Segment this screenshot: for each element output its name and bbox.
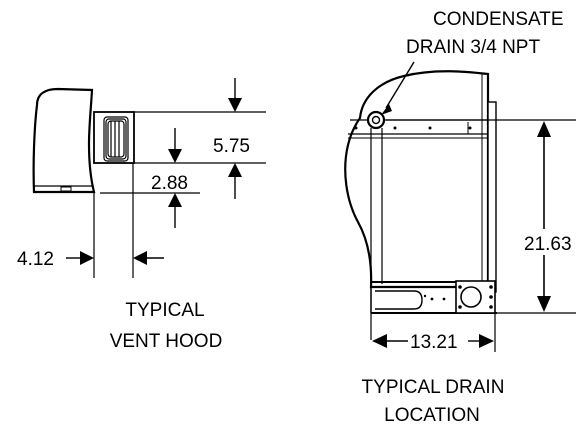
vent-hood-louvers xyxy=(103,116,129,162)
dim-label-21-63: 21.63 xyxy=(524,234,572,255)
dim-arrow-5-75-top xyxy=(228,78,242,112)
drain-caption-line2: LOCATION xyxy=(384,405,480,426)
dim-arrow-5-75-bottom xyxy=(228,163,242,199)
vent-hood-caption-line2: VENT HOOD xyxy=(110,331,223,352)
dim-arrow-2-88-bottom xyxy=(168,193,182,228)
drain-callout-line1: CONDENSATE xyxy=(433,9,564,30)
condensate-drain-bore xyxy=(371,115,381,125)
drain-base-channel xyxy=(370,280,497,314)
drain-rail-holes xyxy=(354,126,472,130)
drain-callout-leader xyxy=(385,61,415,109)
drain-location-view: 21.63 13.21 CONDENSATE DRAIN 3/4 NPT TYP… xyxy=(344,9,576,426)
dim-label-21-63-bg xyxy=(522,229,572,255)
dim-arrow-4-12-left xyxy=(66,251,94,265)
dim-arrow-2-88-top xyxy=(168,128,182,163)
dim-arrow-13-21-right xyxy=(468,334,494,348)
dim-label-5-75: 5.75 xyxy=(213,136,250,157)
dim-arrow-21-63 xyxy=(537,121,551,312)
dim-arrow-13-21-left xyxy=(372,334,408,348)
vent-hood-foot xyxy=(60,186,72,192)
drain-callout-line2: DRAIN 3/4 NPT xyxy=(406,37,540,58)
dim-label-2-88: 2.88 xyxy=(151,173,188,194)
drain-caption-line1: TYPICAL DRAIN xyxy=(362,377,505,398)
drain-callout-arrowhead xyxy=(381,104,392,115)
dim-label-4-12: 4.12 xyxy=(17,249,54,270)
vent-hood-view: 5.75 2.88 4.12 TYPICAL VENT HOOD xyxy=(17,78,266,352)
vent-hood-unit-body xyxy=(32,87,96,194)
dim-label-13-21: 13.21 xyxy=(410,332,458,353)
drain-right-flange xyxy=(487,101,497,293)
vent-hood-caption-line1: TYPICAL xyxy=(125,300,204,321)
dim-arrow-4-12-right xyxy=(133,251,164,265)
drain-unit-body xyxy=(344,70,490,289)
